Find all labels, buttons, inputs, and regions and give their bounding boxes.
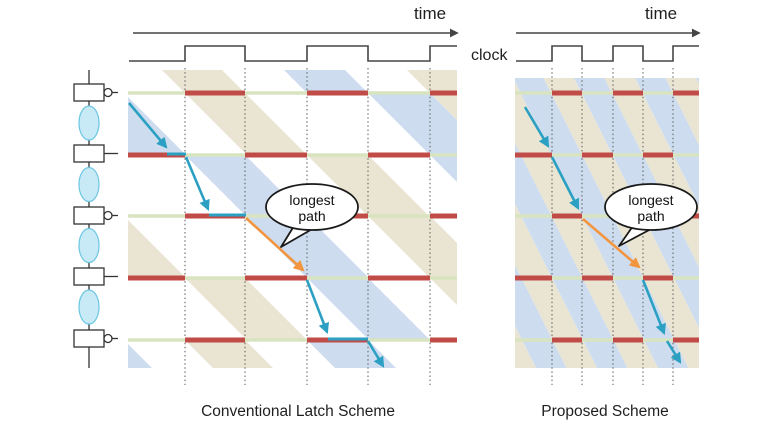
shaded-regions-conventional xyxy=(128,70,457,368)
bubble-left-line1: longest xyxy=(289,192,335,208)
signal-path-arrow xyxy=(184,156,210,212)
panel-proposed xyxy=(515,28,768,385)
latch-box-active-low xyxy=(73,206,105,225)
latch-box-active-low xyxy=(73,83,105,102)
propagation-region-tan xyxy=(185,278,307,340)
longest-path-bubble-proposed xyxy=(604,183,698,247)
clock-waveform xyxy=(516,45,699,62)
longest-path-arrow xyxy=(245,217,305,272)
bubble-right-line2: path xyxy=(637,208,665,224)
longest-path-bubble-text-left: longest path xyxy=(270,192,354,224)
propagation-region-blue xyxy=(307,340,396,368)
propagation-region-tan xyxy=(727,78,768,368)
propagation-region-tan xyxy=(185,340,273,368)
propagation-region-blue xyxy=(128,97,186,155)
propagation-region-tan xyxy=(185,93,307,155)
propagation-region-tan xyxy=(307,155,429,216)
longest-path-arrow xyxy=(582,218,641,269)
propagation-region-tan xyxy=(430,93,457,120)
clock-inversion-bubble-icon xyxy=(103,333,113,344)
latch-box-active-low xyxy=(73,329,105,348)
propagation-region-blue xyxy=(307,278,430,340)
signal-path-arrow xyxy=(550,156,580,210)
combinational-logic-gate xyxy=(78,227,100,264)
clock-inversion-bubble-icon xyxy=(103,210,113,221)
propagation-region-blue xyxy=(368,93,457,155)
propagation-region-blue xyxy=(430,155,457,182)
latch-box-active-high xyxy=(73,267,105,286)
signal-path-conventional xyxy=(128,102,385,368)
propagation-region-blue xyxy=(515,78,689,368)
propagation-region-tan xyxy=(368,216,457,278)
signal-path-proposed xyxy=(523,106,682,364)
longest-path-bubble-conventional xyxy=(265,183,359,248)
propagation-region-blue xyxy=(635,78,699,206)
combinational-logic-gate xyxy=(78,289,100,325)
propagation-region-blue xyxy=(284,70,368,93)
propagation-region-tan xyxy=(128,220,186,278)
bubble-ellipse xyxy=(265,183,359,231)
combinational-logic-gate xyxy=(78,166,100,203)
signal-path-arrow xyxy=(128,102,168,149)
signal-path-arrow xyxy=(641,279,666,336)
propagation-region-tan xyxy=(407,70,457,93)
propagation-region-blue xyxy=(696,78,699,84)
signal-path-arrow xyxy=(305,279,329,335)
signal-path-arrow xyxy=(366,340,385,368)
latch-circuit xyxy=(73,70,118,368)
bubble-right-line1: longest xyxy=(628,192,674,208)
latch-box-active-high xyxy=(73,144,105,163)
clock-inversion-bubble-icon xyxy=(103,87,113,98)
propagation-region-tan xyxy=(162,70,245,93)
propagation-region-blue xyxy=(128,344,152,368)
signal-path-arrow xyxy=(523,106,550,148)
propagation-region-blue xyxy=(245,216,369,278)
time-axis-label-right: time xyxy=(644,4,678,23)
bubble-ellipse xyxy=(604,183,698,231)
caption-proposed-scheme: Proposed Scheme xyxy=(541,403,669,420)
bubble-left-line2: path xyxy=(298,208,326,224)
combinational-logic-gate xyxy=(78,105,100,141)
time-axis-label-left: time xyxy=(413,4,447,23)
propagation-region-tan xyxy=(430,278,457,305)
signal-path-arrow xyxy=(665,340,682,364)
clock-label: clock xyxy=(471,47,508,64)
longest-path-bubble-text-right: longest path xyxy=(609,192,693,224)
panel-conventional xyxy=(128,28,459,385)
caption-conventional-scheme: Conventional Latch Scheme xyxy=(201,403,395,420)
clock-waveform xyxy=(129,45,457,62)
